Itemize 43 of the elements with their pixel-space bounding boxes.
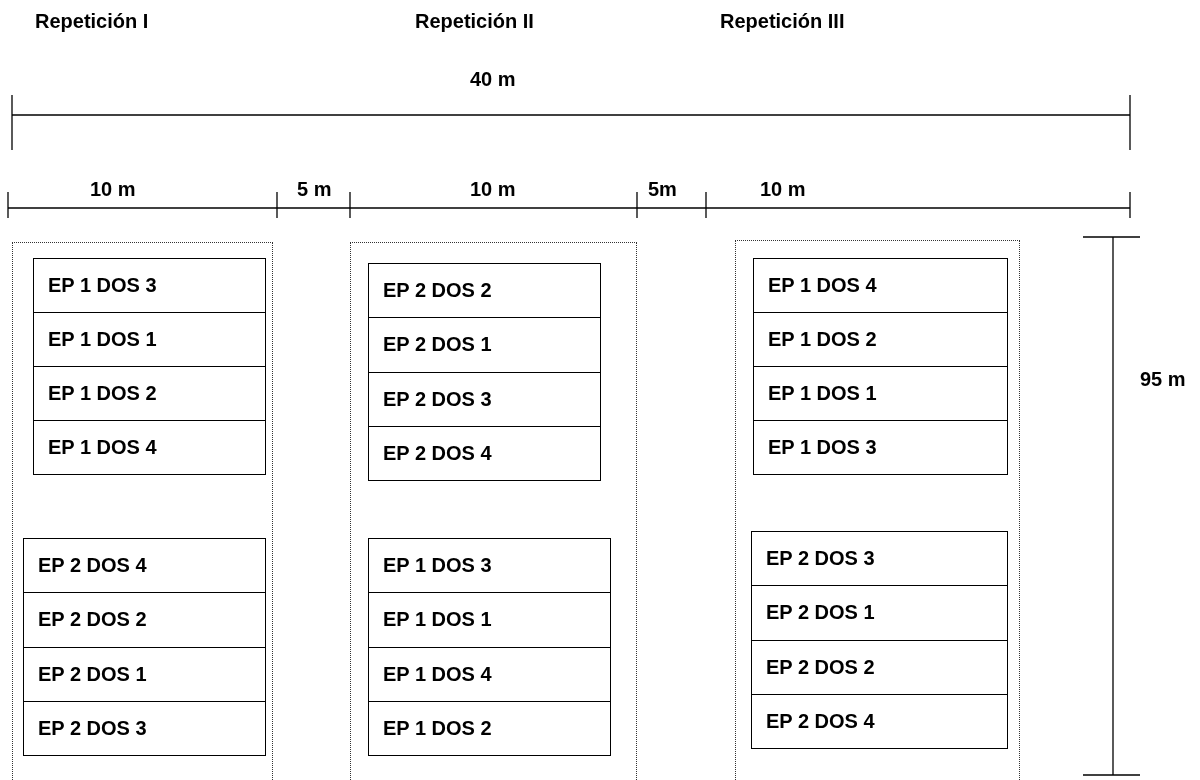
- plot-block: [368, 538, 611, 756]
- plot-label: EP 1 DOS 2: [383, 716, 492, 740]
- plot-label: EP 1 DOS 1: [48, 328, 157, 351]
- dimension-label: 10 m: [90, 178, 136, 201]
- plot-label: EP 2 DOS 2: [383, 279, 492, 303]
- dimension-label: 40 m: [470, 68, 516, 91]
- plot-label: EP 2 DOS 1: [38, 662, 147, 686]
- dimension-label: 5m: [648, 178, 677, 201]
- plot-label: EP 1 DOS 4: [48, 436, 157, 459]
- plot-label: EP 2 DOS 4: [38, 554, 147, 578]
- repetition-strip: [735, 240, 1020, 780]
- plot-label: EP 1 DOS 1: [383, 608, 492, 632]
- plot-label: EP 1 DOS 3: [768, 436, 877, 459]
- plot-label: EP 2 DOS 4: [766, 709, 875, 733]
- repetition-heading: Repetición I: [35, 10, 149, 33]
- repetition-heading: Repetición II: [415, 10, 534, 33]
- plot-label: EP 1 DOS 1: [768, 382, 877, 405]
- plot-label: EP 2 DOS 1: [766, 601, 875, 625]
- plot-label: EP 2 DOS 1: [383, 333, 492, 357]
- plot-label: EP 2 DOS 2: [766, 655, 875, 679]
- plot-label: EP 2 DOS 4: [383, 441, 492, 465]
- plot-block: [23, 538, 266, 756]
- dimension-label: 10 m: [760, 178, 806, 201]
- repetition-strip: [12, 242, 273, 780]
- plot-label: EP 2 DOS 3: [766, 547, 875, 571]
- repetition-strip: [350, 242, 637, 780]
- dimension-label: 10 m: [470, 178, 516, 201]
- plot-label: EP 1 DOS 2: [768, 328, 877, 351]
- plot-block: [753, 258, 1008, 475]
- plot-label: EP 2 DOS 3: [383, 387, 492, 411]
- dimension-label: 5 m: [297, 178, 332, 201]
- plot-label: EP 1 DOS 4: [768, 274, 877, 297]
- plot-label: EP 1 DOS 3: [383, 554, 492, 578]
- plot-label: EP 1 DOS 2: [48, 382, 157, 405]
- plot-label: EP 1 DOS 4: [383, 662, 492, 686]
- dimension-label: 95 m: [1140, 368, 1186, 391]
- plot-block: [368, 263, 601, 481]
- plot-block: [751, 531, 1008, 749]
- plot-label: EP 1 DOS 3: [48, 274, 157, 297]
- plot-block: [33, 258, 266, 475]
- plot-label: EP 2 DOS 3: [38, 716, 147, 740]
- plot-label: EP 2 DOS 2: [38, 608, 147, 632]
- repetition-heading: Repetición III: [720, 10, 845, 33]
